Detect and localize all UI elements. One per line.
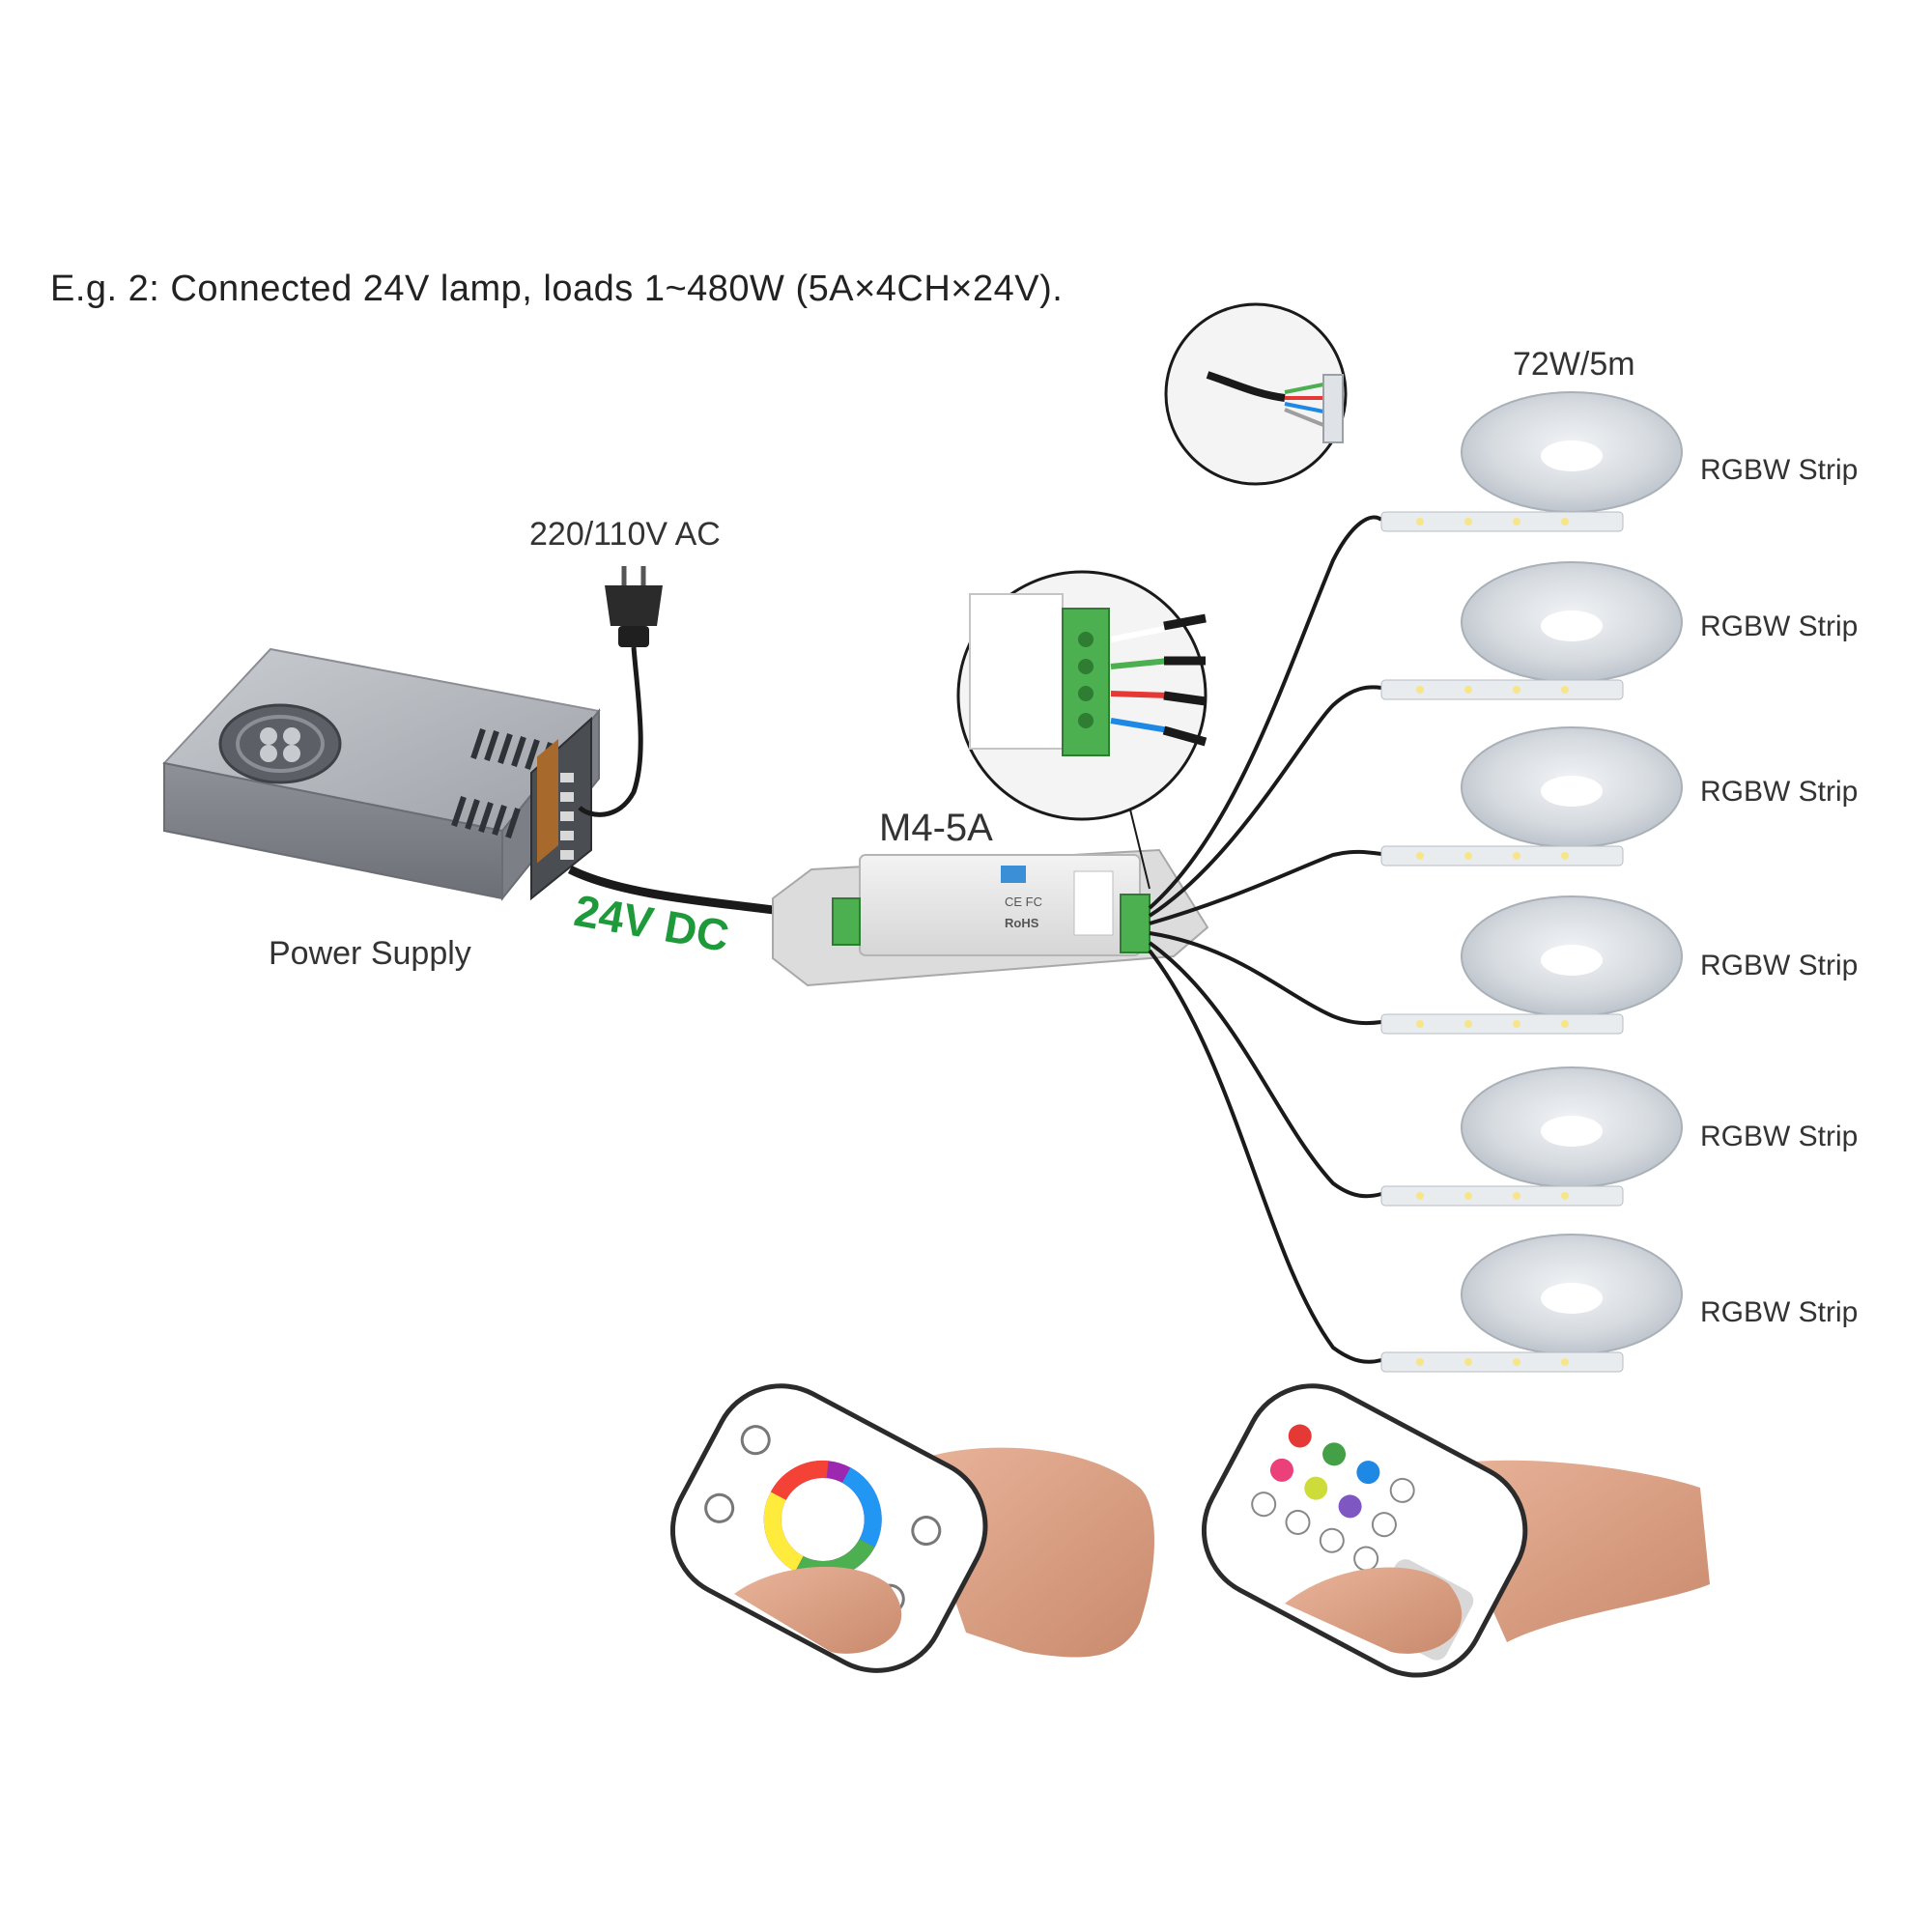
controller-model-label: M4-5A [879,807,993,849]
strip-label: RGBW Strip [1700,950,1859,981]
output-cables [1148,515,1383,1364]
strip-label: RGBW Strip [1700,1121,1859,1152]
strip-reel [1380,561,1683,700]
strip-label: RGBW Strip [1700,1296,1859,1328]
ps-terminal-block [530,716,592,901]
fan-icon [218,703,342,784]
strip-label: RGBW Strip [1700,454,1859,486]
ac-plug-icon [605,566,663,647]
ce-mark: CE FC [1005,895,1042,909]
ac-input-label: 220/110V AC [529,516,721,553]
power-supply [162,647,601,901]
power-supply-label: Power Supply [269,935,471,972]
strip-reel [1380,1066,1683,1207]
strip-reel [1380,726,1683,867]
strip-power-label: 72W/5m [1513,346,1635,383]
remote-color-wheel [669,1383,1154,1673]
strip-reel [1380,895,1683,1035]
strip-reel [1380,391,1683,532]
remote-button-pad [1201,1383,1710,1678]
terminal-zoom-inset [956,570,1208,821]
led-dots [1416,518,1569,1366]
diagram-title: E.g. 2: Connected 24V lamp, loads 1~480W… [50,269,1064,309]
strip-connector-zoom-inset [1164,302,1348,486]
controller-m4-5a: CE FC RoHS [772,848,1209,987]
zoom-pointer-line [1129,809,1151,890]
strip-label: RGBW Strip [1700,611,1859,642]
rohs-mark: RoHS [1005,916,1039,930]
strip-reel [1380,1234,1683,1373]
strip-label: RGBW Strip [1700,776,1859,808]
ac-cable [578,646,643,817]
